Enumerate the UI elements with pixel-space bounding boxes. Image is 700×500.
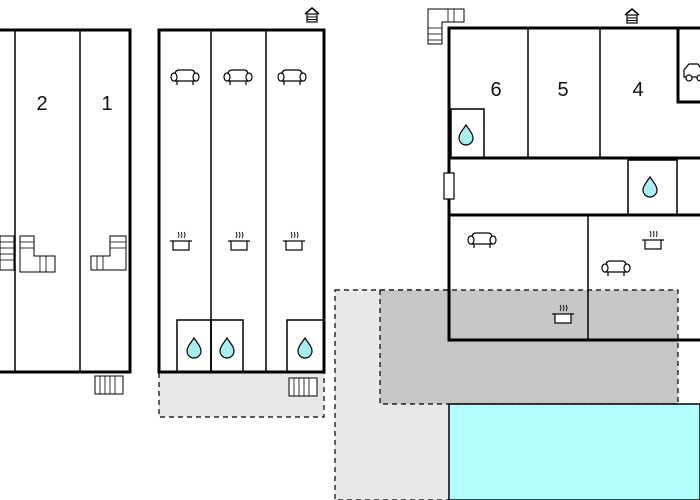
staircase-icon — [19, 235, 56, 273]
sofa-icon — [277, 69, 307, 86]
cooking-pot-icon — [227, 231, 251, 251]
room-number-1: 1 — [101, 93, 112, 115]
water-drop-icon — [219, 337, 235, 359]
window-icon — [443, 172, 455, 200]
staircase-icon — [94, 375, 124, 395]
water-drop-icon — [186, 337, 202, 359]
water-drop-icon — [642, 176, 658, 198]
sofa-icon — [170, 69, 200, 86]
cooking-pot-icon — [641, 230, 665, 250]
cooking-pot-icon — [282, 231, 306, 251]
room-number-2: 2 — [36, 93, 47, 115]
room-number-5: 5 — [557, 79, 568, 101]
staircase-icon — [90, 235, 127, 271]
swimming-pool — [448, 403, 700, 500]
room-number-6: 6 — [490, 79, 501, 101]
staircase-icon — [0, 235, 15, 271]
sofa-icon — [467, 232, 497, 249]
building-left — [0, 28, 132, 374]
room-number-4: 4 — [632, 79, 643, 101]
cooking-pot-icon — [169, 231, 193, 251]
staircase-icon — [288, 377, 318, 397]
house-icon — [624, 8, 640, 24]
sofa-icon — [601, 260, 631, 277]
covered-terrace — [379, 289, 679, 405]
staircase-icon — [427, 8, 465, 45]
sofa-icon — [223, 69, 253, 86]
car-icon — [683, 63, 700, 82]
water-drop-icon — [297, 337, 313, 359]
water-drop-icon — [458, 124, 474, 146]
building-middle — [157, 28, 326, 374]
house-icon — [304, 7, 320, 23]
